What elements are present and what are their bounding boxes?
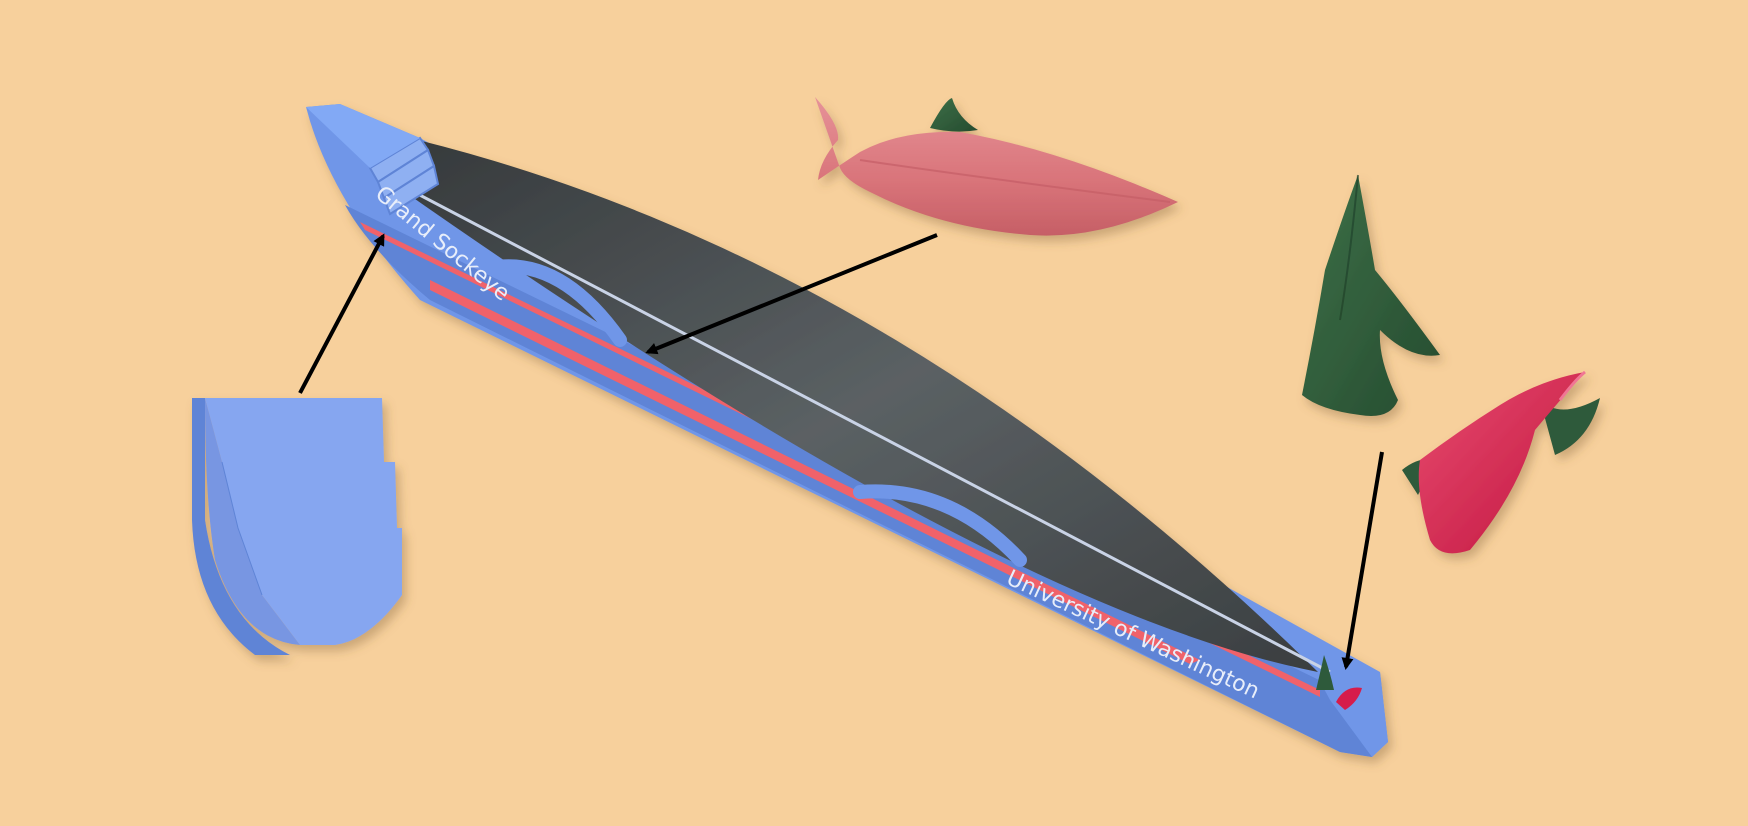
hull-red-stripe-2 [430, 280, 1200, 664]
arrow-stern [1341, 451, 1384, 670]
fin-icon [1302, 174, 1440, 416]
salmon-icon [815, 97, 1178, 236]
canoe-hull [306, 104, 1388, 757]
arrow-salmon [645, 233, 938, 355]
bow-steps [368, 136, 440, 216]
rib-back [853, 484, 1027, 567]
bow-deck [306, 104, 420, 168]
deck [395, 140, 1318, 672]
bulb-icon [1402, 370, 1600, 554]
stern-fin-mini [1316, 655, 1334, 690]
stern-bulb-mini [1336, 687, 1362, 710]
stern-tip [1315, 672, 1388, 757]
bow-section-icon [192, 398, 402, 655]
rib-front [483, 259, 627, 347]
gunwale [371, 168, 1331, 674]
arrow-bow-section [298, 233, 385, 394]
